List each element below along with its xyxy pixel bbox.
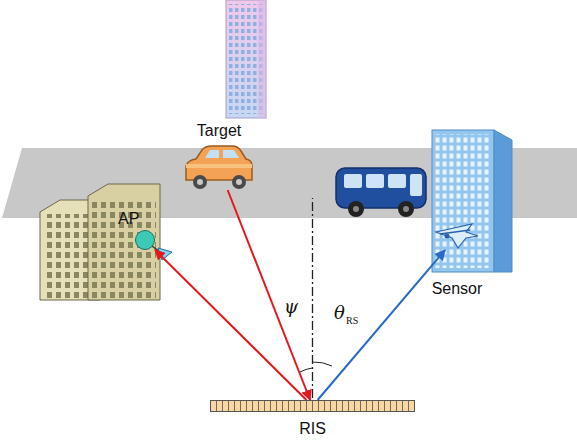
signal-path (318, 250, 446, 400)
bus (336, 168, 426, 217)
signal-path (155, 250, 306, 400)
uav-sensor (436, 224, 478, 248)
node-label: Sensor (432, 280, 483, 298)
signal-path (228, 190, 311, 400)
sensor-node: Sensor (434, 222, 480, 250)
target-car (186, 146, 252, 189)
ris-node: RIS (210, 400, 415, 412)
ap-building (40, 184, 160, 300)
node-label: AP (118, 210, 139, 228)
angle-subscript: RS (346, 316, 358, 326)
angle-symbol: θ (334, 304, 345, 322)
angle-symbol: ψ (284, 298, 298, 316)
angle-arc (313, 362, 333, 366)
angle-arc (300, 368, 313, 372)
ap-node: AP (135, 230, 155, 250)
target-building (226, 0, 266, 118)
node-label: Target (197, 122, 241, 140)
node-label: RIS (299, 420, 326, 438)
target-node: Target (186, 146, 252, 190)
